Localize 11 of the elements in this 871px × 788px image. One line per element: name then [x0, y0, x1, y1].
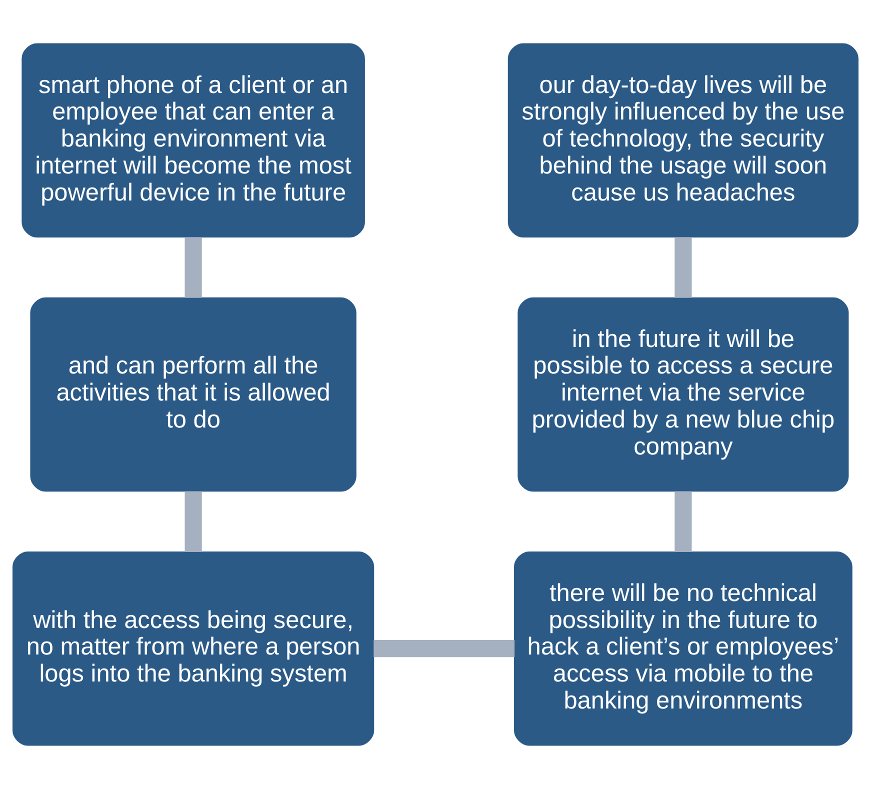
node-box: smart phone of a client or an employee that can enter a banking environment via internet will become the most powerful device in the future — [22, 42, 365, 238]
node-box: there will be no technical possibility in the future to hack a client’s or employees’ access via mobile to the banking environments — [514, 550, 852, 746]
connector — [374, 640, 515, 657]
node-box: our day-to-day lives will be strongly influenced by the use of technology, the security behind the usage will soon cause us headaches — [508, 42, 858, 238]
connector — [184, 490, 202, 552]
connector — [674, 490, 692, 552]
node-box: with the access being secure, no matter from where a person logs into the banking system — [12, 550, 374, 746]
connector — [184, 236, 202, 298]
connector — [674, 236, 692, 298]
node-box: and can perform all the activities that it is allowed to do — [30, 296, 356, 492]
node-box: in the future it will be possible to access a secure internet via the service provided by a new blue chip company — [518, 296, 849, 492]
